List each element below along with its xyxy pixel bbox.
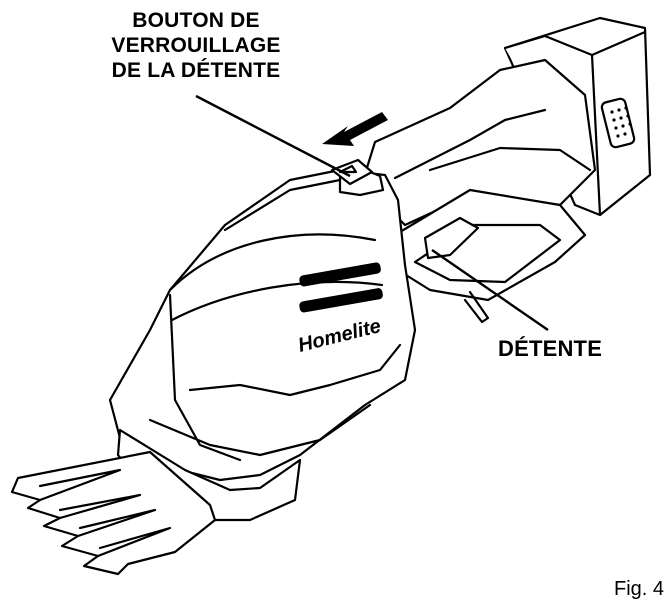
trigger xyxy=(423,216,480,260)
trigger-guard xyxy=(396,188,587,324)
lock-button-label-line-2: VERROUILLAGE xyxy=(111,34,281,57)
lock-button-label-line-3: DE LA DÉTENTE xyxy=(111,59,281,82)
battery-vent-dots xyxy=(610,106,632,138)
direction-arrow xyxy=(322,112,388,146)
handle xyxy=(358,58,597,227)
trigger-label: DÉTENTE xyxy=(498,336,603,361)
trigger-leader xyxy=(431,249,549,331)
lock-button-label-line-1: BOUTON DE xyxy=(132,9,260,32)
motor-housing xyxy=(108,166,417,482)
lock-button-label: BOUTON DE VERROUILLAGE DE LA DÉTENTE xyxy=(96,8,296,83)
lock-button-leader xyxy=(195,94,351,178)
lock-off-button xyxy=(330,158,374,186)
figure-number: Fig. 4 xyxy=(614,578,665,600)
blade xyxy=(10,450,217,576)
